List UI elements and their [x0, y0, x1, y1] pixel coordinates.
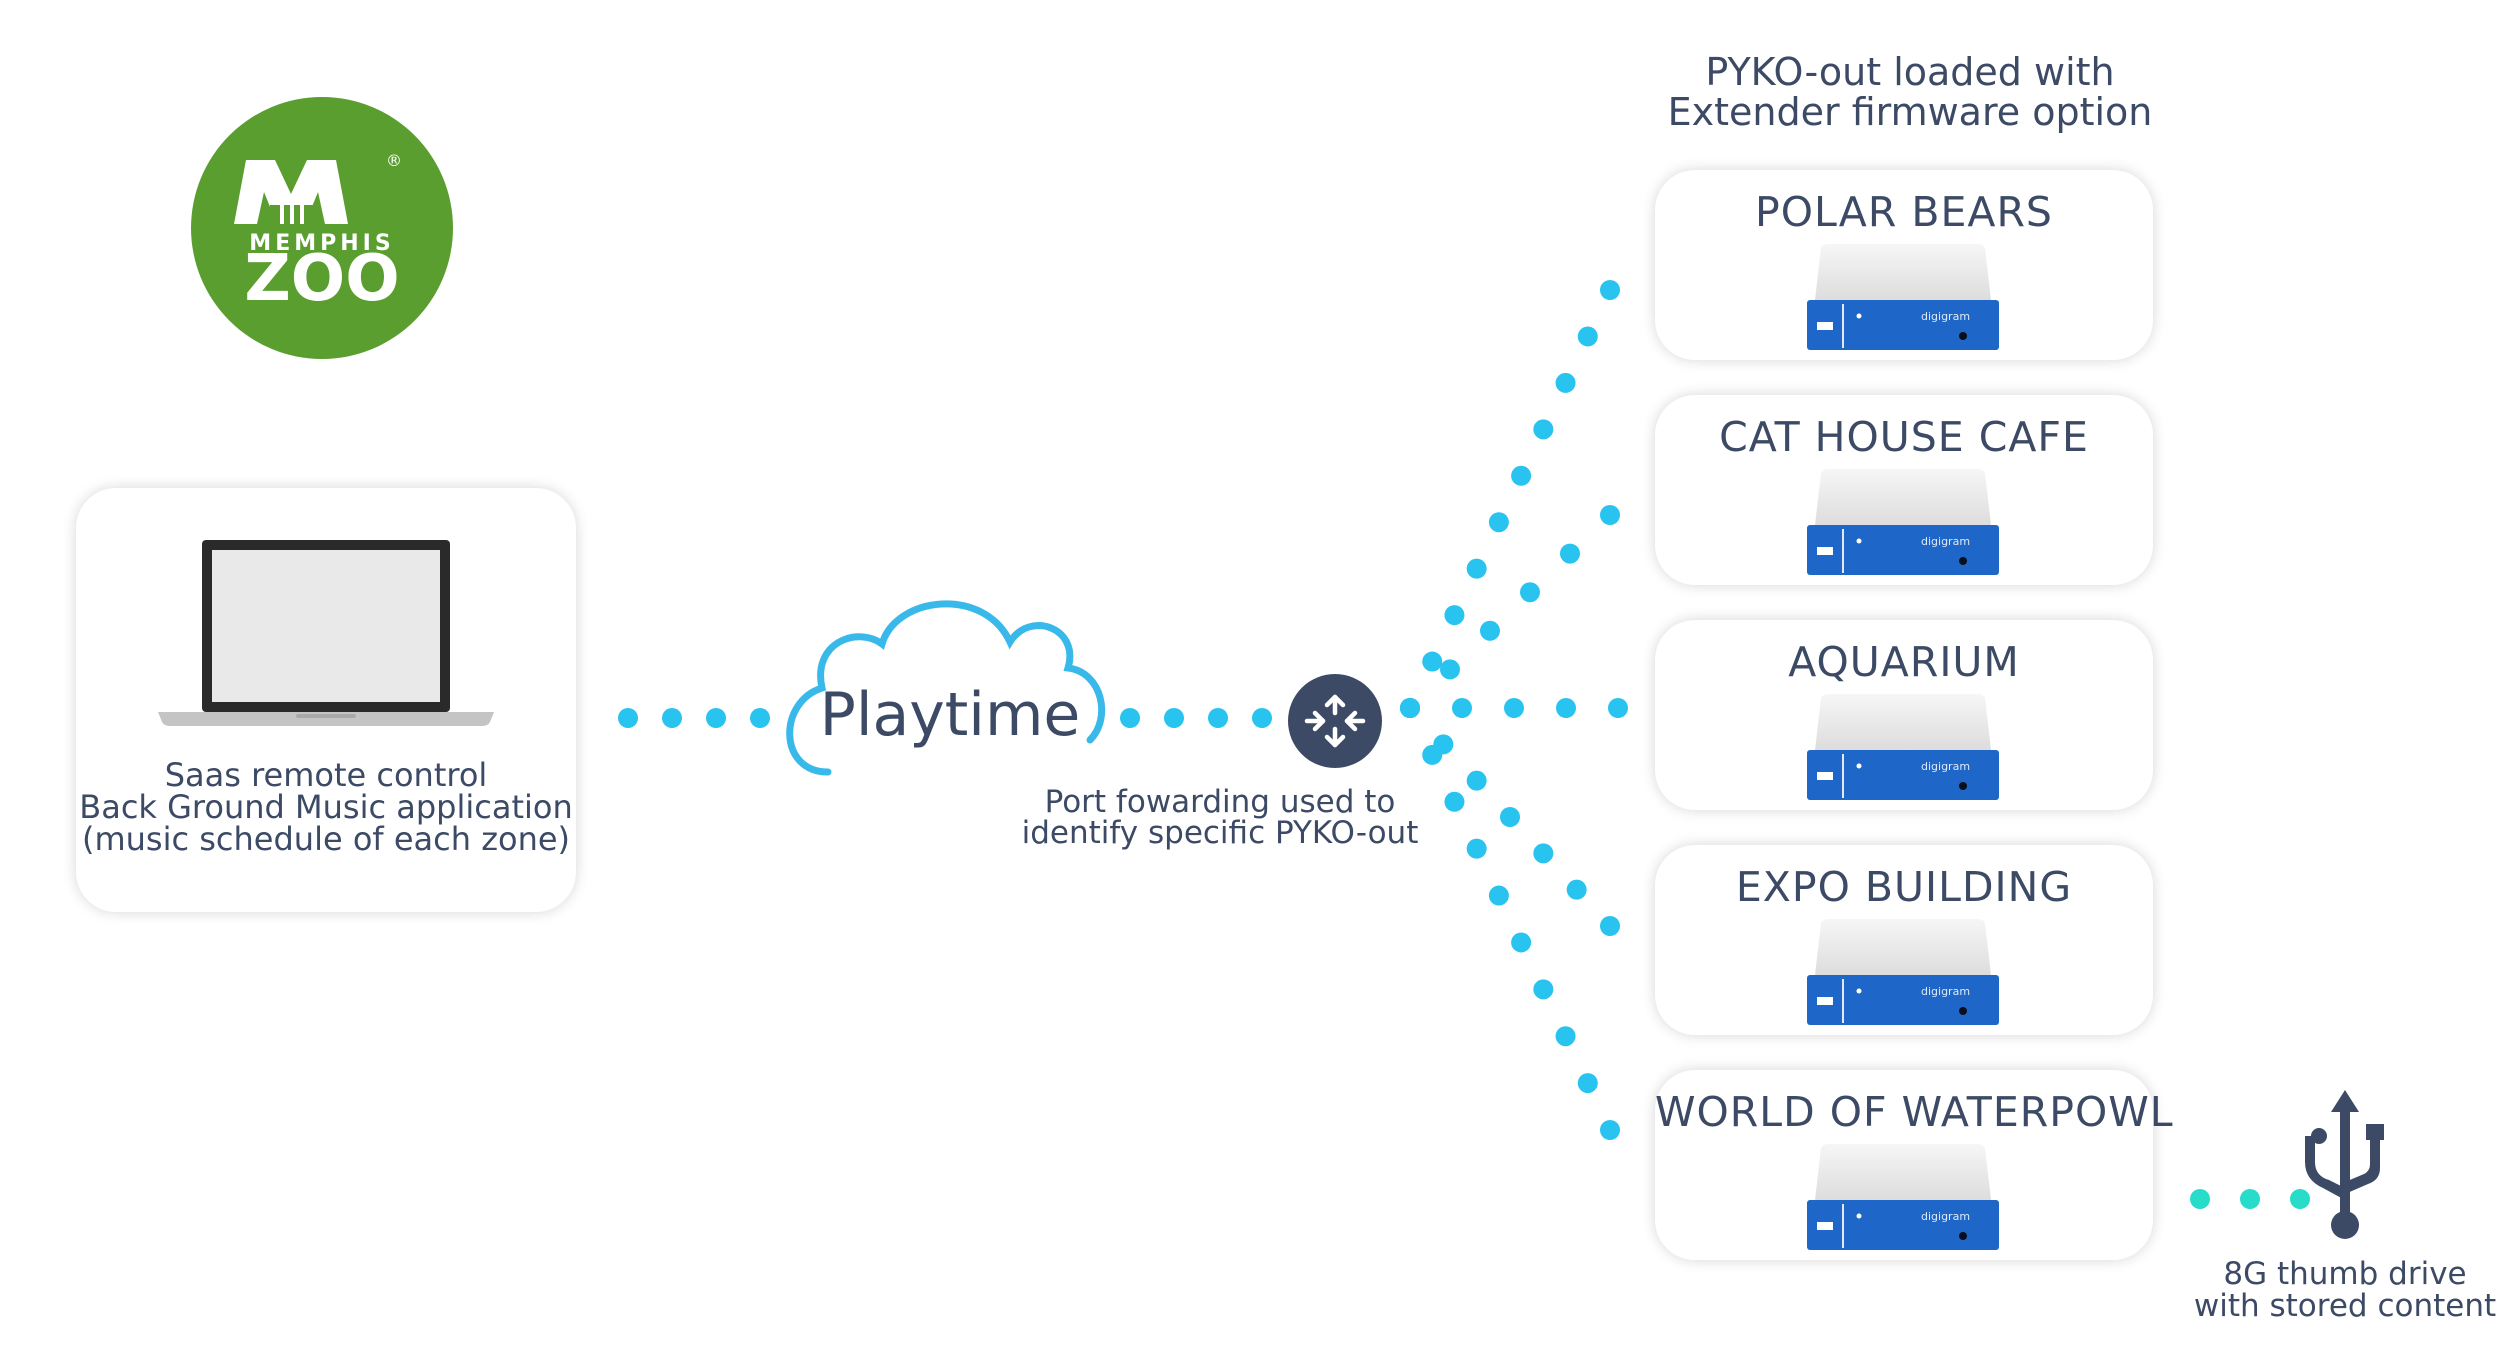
laptop-description-line-2: Back Ground Music application: [79, 788, 573, 826]
router-caption-line-2: identify specific PYKO-out: [1021, 815, 1419, 851]
connection-dot-device-usb: [2240, 1189, 2260, 1209]
zone-title: AQUARIUM: [1788, 638, 2020, 686]
connection-dot-cloud-router: [1208, 708, 1228, 728]
connection-dot-router-zone-5: [1511, 932, 1532, 953]
cloud-label: Playtime: [819, 680, 1081, 750]
connection-dot-router-zone-5: [1577, 1073, 1598, 1094]
svg-text:digigram: digigram: [1921, 760, 1970, 773]
connection-dot-cloud-router: [1120, 708, 1140, 728]
connection-dot-laptop-cloud: [618, 708, 638, 728]
thumb-drive-caption-line-2: with stored content: [2193, 1288, 2497, 1324]
svg-text:digigram: digigram: [1921, 1210, 1970, 1223]
svg-text:digigram: digigram: [1921, 985, 1970, 998]
connection-dot-router-zone-5: [1466, 838, 1487, 859]
device-icon: digigram: [1803, 467, 2003, 586]
zone-title: WORLD OF WATERPOWL: [1655, 1088, 2174, 1136]
connection-dot-router-zone-5: [1533, 979, 1554, 1000]
header-line-1: PYKO-out loaded with: [1705, 50, 2115, 94]
connection-dot-router-zone-4: [1600, 916, 1620, 936]
connection-dot-router-zone-1: [1444, 605, 1465, 626]
laptop-description-line-1: Saas remote control: [164, 756, 488, 794]
device-icon: digigram: [1803, 1142, 2003, 1261]
zone-card-polar-bears: POLAR BEARS digigram: [1655, 170, 2153, 360]
connection-dot-router-zone-2: [1480, 620, 1500, 641]
connection-dot-router-zone-1: [1488, 512, 1509, 533]
header-line-2: Extender firmware option: [1667, 90, 2153, 134]
zone-title: EXPO BUILDING: [1735, 863, 2073, 911]
connection-dot-device-usb: [2290, 1189, 2310, 1209]
connection-dot-router-zone-5: [1422, 744, 1443, 765]
connection-dot-router-zone-3: [1452, 698, 1472, 718]
laptop-description-line-3: (music schedule of each zone): [81, 820, 571, 858]
laptop-card: Saas remote control Back Ground Music ap…: [76, 488, 576, 912]
connection-dot-router-zone-1: [1511, 465, 1532, 486]
connection-dot-router-zone-1: [1466, 558, 1487, 579]
memphis-zoo-logo: ® MEMPHIS ZOO: [191, 97, 453, 359]
connection-dot-router-zone-5: [1600, 1120, 1620, 1140]
connection-dot-router-zone-5: [1555, 1026, 1576, 1047]
connection-dot-router-zone-3: [1556, 698, 1576, 718]
connection-dot-router-zone-2: [1600, 505, 1620, 525]
usb-icon: [2305, 1090, 2384, 1239]
svg-text:digigram: digigram: [1921, 535, 1970, 548]
zone-card-aquarium: AQUARIUM digigram: [1655, 620, 2153, 810]
connection-dot-laptop-cloud: [662, 708, 682, 728]
connection-dot-router-zone-4: [1466, 770, 1487, 791]
connection-dot-router-zone-5: [1444, 791, 1465, 812]
connection-dot-router-zone-5: [1488, 885, 1509, 906]
connection-dot-router-zone-1: [1577, 326, 1598, 347]
connection-dot-router-zone-4: [1566, 879, 1587, 900]
zone-card-cat-house-cafe: CAT HOUSE CAFE digigram: [1655, 395, 2153, 585]
connection-dot-router-zone-1: [1533, 419, 1554, 440]
router-caption-line-1: Port fowarding used to: [1044, 784, 1396, 820]
connection-dot-router-zone-2: [1440, 659, 1460, 680]
connection-dot-router-zone-3: [1608, 698, 1628, 718]
logo-line2: ZOO: [244, 242, 399, 316]
logo-line1: MEMPHIS: [249, 231, 394, 256]
connection-dot-laptop-cloud: [706, 708, 726, 728]
cloud-icon: [786, 600, 1106, 776]
connection-dot-cloud-router: [1252, 708, 1272, 728]
thumb-drive-caption-line-1: 8G thumb drive: [2223, 1256, 2467, 1292]
device-icon: digigram: [1803, 692, 2003, 811]
zone-title: CAT HOUSE CAFE: [1719, 413, 2089, 461]
svg-text:digigram: digigram: [1921, 310, 1970, 323]
connection-dot-router-zone-4: [1500, 807, 1520, 827]
connection-dot-router-zone-3: [1504, 698, 1524, 718]
connection-dot-router-zone-5: [1400, 698, 1420, 718]
connection-dot-cloud-router: [1164, 708, 1184, 728]
connection-dot-device-usb: [2190, 1189, 2210, 1209]
connection-dot-router-zone-1: [1555, 372, 1576, 393]
connection-dot-router-zone-1: [1422, 651, 1443, 672]
connection-dot-router-zone-2: [1520, 582, 1540, 603]
connection-dots: [618, 280, 2310, 1209]
connection-dot-laptop-cloud: [750, 708, 770, 728]
laptop-icon: [158, 540, 494, 726]
zone-card-expo-building: EXPO BUILDING digigram: [1655, 845, 2153, 1035]
connection-dot-router-zone-1: [1600, 280, 1620, 300]
zone-card-world-of-waterpowl: WORLD OF WATERPOWL digigram: [1655, 1070, 2174, 1261]
zone-title: POLAR BEARS: [1755, 188, 2053, 236]
logo-reg: ®: [386, 151, 402, 170]
connection-dot-router-zone-2: [1560, 543, 1580, 564]
device-icon: digigram: [1803, 917, 2003, 1036]
router-icon: [1288, 674, 1382, 768]
connection-dot-router-zone-4: [1533, 843, 1554, 864]
device-icon: digigram: [1803, 242, 2003, 361]
